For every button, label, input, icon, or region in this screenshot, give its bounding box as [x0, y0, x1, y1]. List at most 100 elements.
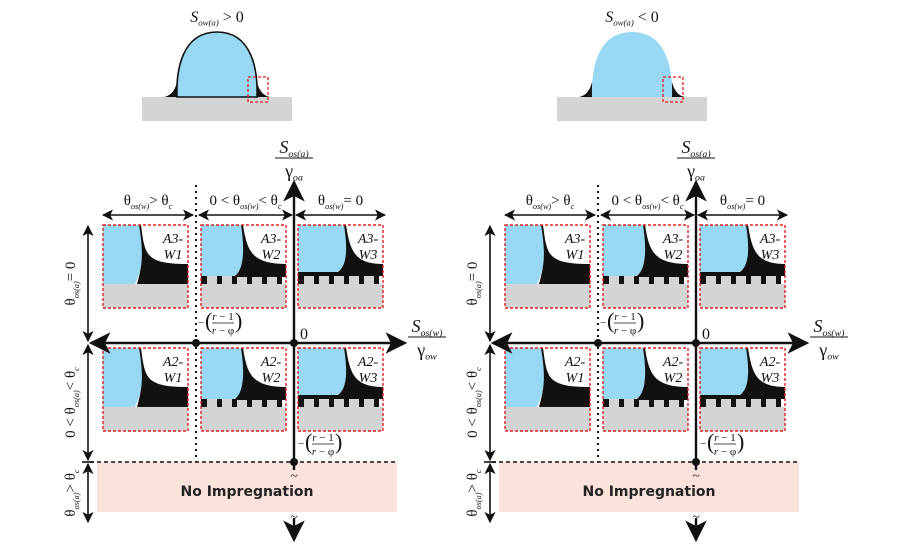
cell-label-a: A3- — [662, 232, 684, 247]
cell-label-a: A2- — [162, 355, 184, 370]
droplet-left: Sow(a) > 0 — [142, 9, 292, 121]
substrate-base — [700, 407, 785, 431]
oil-region — [201, 348, 245, 399]
regime-cell-A3W1: A3-W1 — [102, 224, 189, 309]
filled-groove — [359, 276, 364, 284]
cell-label-w: W2 — [262, 371, 281, 386]
filled-groove — [374, 399, 379, 407]
x-threshold-label: −(r − 1r − φ) — [198, 308, 242, 337]
filled-groove — [649, 399, 654, 407]
filled-groove — [247, 276, 252, 284]
pillar — [304, 399, 314, 407]
cell-label-w: W3 — [761, 248, 780, 263]
filled-groove — [581, 399, 586, 407]
oil-region — [505, 348, 545, 407]
filled-groove — [761, 399, 766, 407]
fraction-numerator: r − 1 — [312, 432, 334, 444]
pillar — [654, 276, 664, 284]
filled-groove — [716, 276, 721, 284]
x-axis-label: Sos(w)γow — [810, 316, 848, 363]
cell-highlight-border — [504, 224, 591, 309]
pillar — [669, 276, 679, 284]
cell-highlight-border — [200, 224, 287, 309]
cell-label-w: W3 — [359, 371, 378, 386]
fraction-denominator: r − φ — [312, 446, 334, 458]
cell-label-a: A3- — [564, 232, 586, 247]
zoom-region-box — [247, 76, 269, 103]
pillar — [364, 399, 374, 407]
pillar — [237, 399, 247, 407]
fraction-denominator: r − φ — [614, 325, 636, 337]
pillar — [721, 399, 731, 407]
cell-label-a: A3- — [162, 232, 184, 247]
pillar — [334, 399, 344, 407]
filled-groove — [664, 399, 669, 407]
axis-label-denominator: γoa — [686, 161, 705, 184]
pillar — [319, 276, 329, 284]
oil-droplet — [176, 31, 258, 98]
filled-groove — [329, 276, 334, 284]
filled-groove — [649, 276, 654, 284]
filled-groove — [746, 276, 751, 284]
fraction-numerator: r − 1 — [714, 432, 736, 444]
filled-groove — [217, 399, 222, 407]
pillar — [222, 399, 232, 407]
filled-groove — [201, 399, 207, 407]
filled-groove — [149, 276, 154, 284]
filled-groove — [566, 276, 571, 284]
substrate-base — [103, 284, 188, 308]
oil-meniscus — [738, 348, 785, 396]
y-threshold-label: −(r − 1r − φ) — [700, 429, 744, 458]
filled-groove — [700, 276, 706, 284]
cell-label-a: A3- — [759, 232, 781, 247]
substrate-base — [603, 284, 688, 308]
regime-cell-A3W3: A3-W3 — [699, 224, 786, 309]
pillar — [319, 399, 329, 407]
filled-groove — [277, 276, 282, 284]
row-header-3: θos(a)> θc — [465, 469, 483, 517]
origin-point — [290, 339, 298, 347]
pillar — [252, 399, 262, 407]
substrate-base — [700, 284, 785, 308]
pillar — [766, 276, 776, 284]
oil-region — [505, 225, 545, 284]
pillar — [222, 276, 232, 284]
oil-droplet — [591, 32, 673, 97]
filled-groove — [746, 399, 751, 407]
pillar — [706, 276, 716, 284]
cell-label-a: A2- — [564, 355, 586, 370]
pillar — [751, 276, 761, 284]
oil-region — [603, 225, 647, 276]
filled-groove — [581, 276, 586, 284]
filled-groove — [149, 399, 154, 407]
regime-panel-right: No ImpregnationA3-W1A3-W2A3-W3A2-W1A2-W2… — [465, 137, 848, 543]
oil-region — [103, 225, 143, 284]
substrate-base — [201, 284, 286, 308]
axis-label-numerator: Sos(w) — [412, 316, 443, 339]
filled-groove — [344, 399, 349, 407]
oil-meniscus — [738, 225, 785, 273]
filled-groove — [298, 399, 304, 407]
fraction-denominator: r − φ — [714, 446, 736, 458]
regime-cell-A2W3: A2-W3 — [297, 347, 384, 432]
no-impregnation-region — [97, 462, 397, 512]
oil-meniscus — [137, 348, 188, 407]
filled-groove — [731, 276, 736, 284]
filled-groove — [277, 399, 282, 407]
pillar — [304, 276, 314, 284]
paren-left: ( — [305, 429, 312, 454]
substrate-base — [298, 284, 383, 308]
regime-cell-A3W3: A3-W3 — [297, 224, 384, 309]
paren-right: ) — [335, 429, 342, 454]
filled-groove — [634, 276, 639, 284]
oil-meniscus — [137, 225, 188, 284]
cell-label-a: A2- — [357, 355, 379, 370]
oil-film — [298, 395, 383, 399]
filled-groove — [232, 276, 237, 284]
substrate-base — [298, 407, 383, 431]
y-axis-label: Sos(a)γoa — [275, 137, 313, 184]
minus-sign: − — [700, 438, 706, 450]
filled-groove — [179, 276, 184, 284]
filled-groove — [374, 276, 379, 284]
substrate-base — [505, 284, 590, 308]
